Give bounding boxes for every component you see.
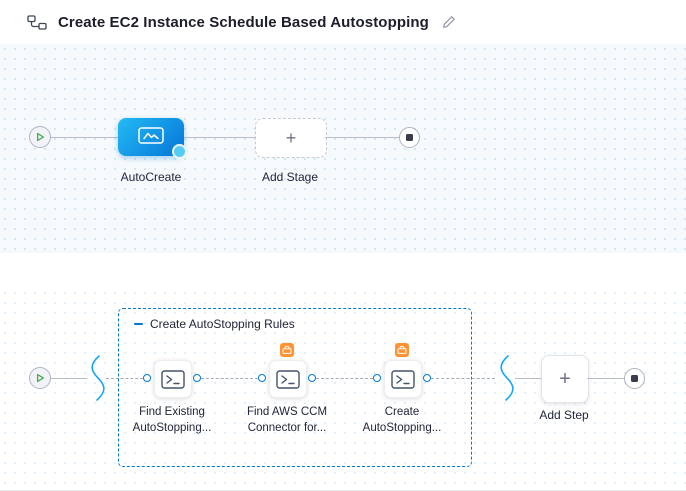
stage-label: AutoCreate <box>120 170 182 184</box>
collapse-minus-icon[interactable] <box>134 323 143 325</box>
add-stage-label: Add Stage <box>261 170 319 184</box>
execution-start-node[interactable] <box>29 367 51 389</box>
step-group-header: Create AutoStopping Rules <box>134 317 295 331</box>
toolbox-badge-icon <box>280 343 294 357</box>
plus-icon: + <box>559 367 571 390</box>
stage-type-badge <box>172 144 187 159</box>
step-label-line1: Create <box>384 406 420 418</box>
custom-stage-icon <box>138 127 164 144</box>
step-label-line2: AutoStopping... <box>362 422 442 435</box>
step-port <box>258 374 266 382</box>
step-label-line1: Find Existing <box>139 406 205 418</box>
step-label: Find AWS CCM Connector for... <box>232 404 342 436</box>
step-label-line2: AutoStopping... <box>132 422 212 435</box>
connector-line <box>325 137 399 138</box>
stage-card-autocreate[interactable] <box>118 118 187 159</box>
connector-line <box>51 137 118 138</box>
step-port <box>308 374 316 382</box>
connector-line <box>431 378 495 379</box>
pencil-icon <box>442 16 455 28</box>
stop-icon <box>406 134 413 141</box>
connector-line <box>316 378 373 379</box>
step-port <box>423 374 431 382</box>
connector-line <box>184 137 255 138</box>
step-label-line1: Find AWS CCM <box>246 406 328 418</box>
step-card-find-existing[interactable] <box>154 360 192 398</box>
execution-canvas: Create AutoStopping Rules <box>0 288 686 491</box>
step-port <box>143 374 151 382</box>
step-group-label: Create AutoStopping Rules <box>150 317 295 331</box>
pipeline-icon <box>27 14 47 30</box>
add-step-button[interactable]: + <box>541 355 589 403</box>
shell-script-icon <box>161 369 185 389</box>
play-icon <box>36 373 45 383</box>
step-card-find-aws-ccm[interactable] <box>269 360 307 398</box>
link-squiggle-icon <box>91 355 105 401</box>
stage-canvas: + AutoCreate Add Stage <box>0 44 686 253</box>
edit-title-button[interactable] <box>442 15 456 29</box>
shell-script-icon <box>276 369 300 389</box>
pipeline-end-node[interactable] <box>399 127 420 148</box>
step-port <box>193 374 201 382</box>
add-stage-button[interactable]: + <box>255 118 327 158</box>
execution-end-node[interactable] <box>624 368 645 389</box>
link-squiggle-icon <box>500 355 514 401</box>
connector-line <box>51 378 87 379</box>
play-icon <box>36 132 45 142</box>
step-port <box>373 374 381 382</box>
connector-line <box>587 378 624 379</box>
connector-line <box>515 378 541 379</box>
step-label: Find Existing AutoStopping... <box>117 404 227 436</box>
stop-icon <box>631 375 638 382</box>
step-group-box[interactable] <box>118 308 472 467</box>
pipeline-header: Create EC2 Instance Schedule Based Autos… <box>0 0 686 44</box>
connector-line <box>106 378 143 379</box>
step-card-create-autostopping[interactable] <box>384 360 422 398</box>
shell-script-icon <box>391 369 415 389</box>
step-label-line2: Connector for... <box>247 422 327 435</box>
pipeline-start-node[interactable] <box>29 126 51 148</box>
toolbox-badge-icon <box>395 343 409 357</box>
pipeline-title: Create EC2 Instance Schedule Based Autos… <box>58 13 429 31</box>
step-label: Create AutoStopping... <box>347 404 457 436</box>
connector-line <box>201 378 258 379</box>
plus-icon: + <box>285 127 297 148</box>
add-step-label: Add Step <box>539 408 589 422</box>
